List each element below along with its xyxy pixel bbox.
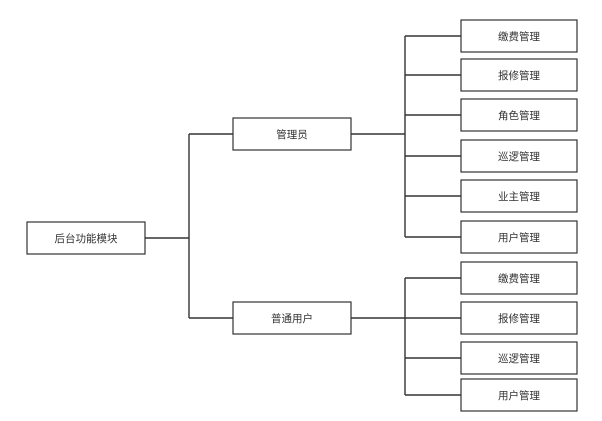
node-user-module-repair: 报修管理	[460, 301, 578, 335]
node-role-admin-label: 管理员	[276, 128, 308, 141]
node-root-label: 后台功能模块	[55, 232, 118, 245]
edge-user-to-modules	[351, 277, 461, 396]
node-admin-module-payment: 缴费管理	[460, 19, 578, 53]
node-user-module-patrol-label: 巡逻管理	[498, 352, 540, 365]
node-user-module-repair-label: 报修管理	[498, 312, 540, 325]
node-admin-module-user-label: 用户管理	[498, 231, 540, 244]
node-admin-module-payment-label: 缴费管理	[498, 30, 540, 43]
node-admin-module-patrol: 巡逻管理	[460, 139, 578, 173]
node-role-user: 普通用户	[232, 301, 352, 335]
node-admin-module-role: 角色管理	[460, 98, 578, 132]
node-admin-module-repair: 报修管理	[460, 58, 578, 92]
node-user-module-user: 用户管理	[460, 378, 578, 412]
node-root: 后台功能模块	[26, 221, 146, 255]
node-user-module-patrol: 巡逻管理	[460, 341, 578, 375]
node-role-user-label: 普通用户	[271, 312, 313, 325]
node-admin-module-owner-label: 业主管理	[498, 190, 540, 203]
node-role-admin: 管理员	[232, 117, 352, 151]
node-user-module-user-label: 用户管理	[498, 389, 540, 402]
node-user-module-payment: 缴费管理	[460, 261, 578, 295]
edge-root-to-roles	[145, 133, 233, 319]
connectors	[145, 35, 461, 396]
node-admin-module-user: 用户管理	[460, 220, 578, 254]
node-admin-module-patrol-label: 巡逻管理	[498, 150, 540, 163]
node-admin-module-owner: 业主管理	[460, 179, 578, 213]
edge-admin-to-modules	[351, 35, 461, 238]
node-user-module-payment-label: 缴费管理	[498, 272, 540, 285]
node-admin-module-repair-label: 报修管理	[498, 69, 540, 82]
node-admin-module-role-label: 角色管理	[498, 109, 540, 122]
